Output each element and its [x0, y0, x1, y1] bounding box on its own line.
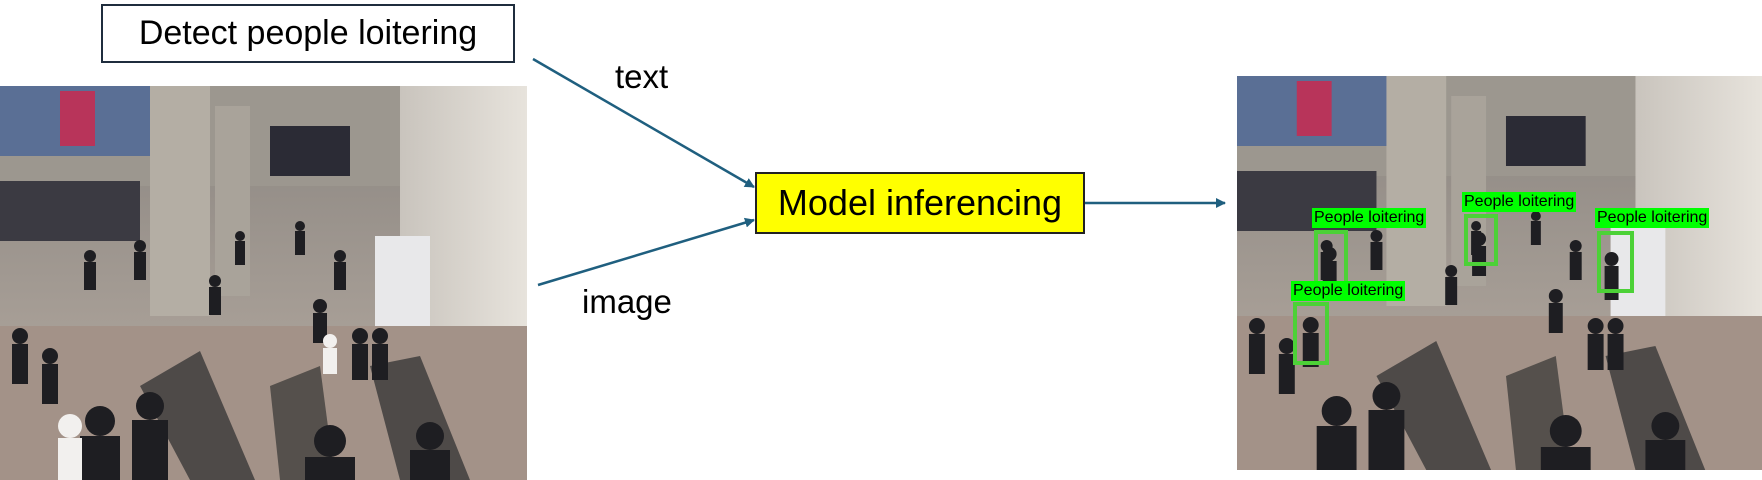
- detection-box: [1597, 231, 1634, 293]
- mall-scene-result-image: [1237, 76, 1762, 470]
- image-arrow: [537, 217, 755, 287]
- detection-label: People loitering: [1462, 192, 1577, 212]
- prompt-text: Detect people loitering: [138, 14, 478, 52]
- detection-label: People loitering: [1291, 281, 1406, 301]
- detection-box: [1293, 302, 1329, 365]
- prompt-box: Detect people loitering: [101, 4, 515, 63]
- detection-box: [1464, 214, 1498, 266]
- detection-label: People loitering: [1312, 208, 1427, 228]
- image-edge-label: image: [582, 283, 672, 320]
- input-image: [0, 86, 527, 480]
- model-label: Model inferencing: [777, 182, 1063, 223]
- text-arrow: [532, 57, 755, 189]
- mall-scene-image: [0, 86, 527, 480]
- model-box: Model inferencing: [755, 172, 1085, 234]
- output-image: People loitering People loitering People…: [1237, 76, 1762, 470]
- detection-label: People loitering: [1595, 208, 1710, 228]
- text-edge-label: text: [615, 58, 669, 95]
